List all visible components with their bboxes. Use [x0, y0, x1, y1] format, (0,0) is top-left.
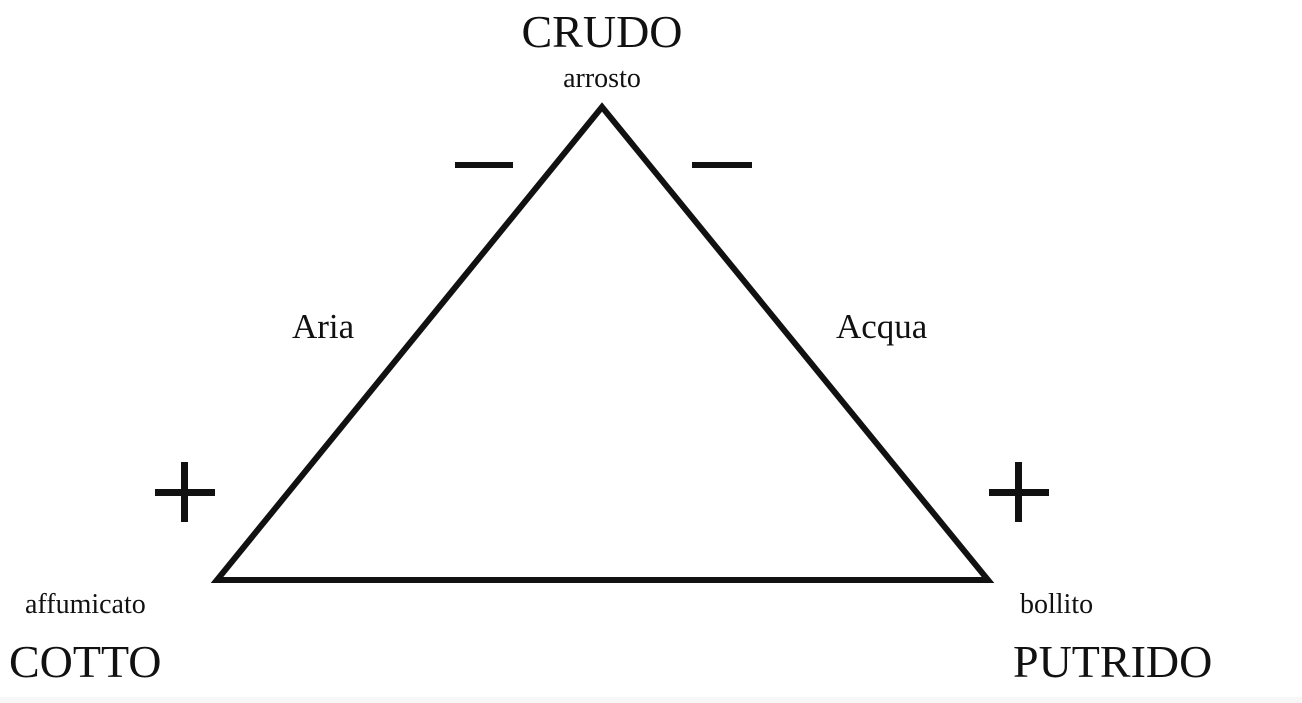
edge-label-acqua: Acqua	[836, 307, 928, 346]
edge-label-aria: Aria	[292, 307, 355, 346]
vertex-sublabel-affumicato: affumicato	[25, 589, 146, 620]
minus-sign-right	[692, 162, 752, 168]
plus-sign-left	[155, 462, 215, 522]
vertex-sublabel-bollito: bollito	[1020, 589, 1093, 620]
bottom-strip	[0, 697, 1302, 703]
vertex-label-crudo: CRUDO	[521, 6, 682, 57]
vertex-label-cotto: COTTO	[9, 636, 162, 687]
vertex-sublabel-arrosto: arrosto	[563, 63, 641, 94]
vertex-label-putrido: PUTRIDO	[1013, 636, 1212, 687]
minus-sign-left	[455, 162, 513, 168]
plus-sign-right	[989, 462, 1049, 522]
triangle	[210, 102, 995, 583]
